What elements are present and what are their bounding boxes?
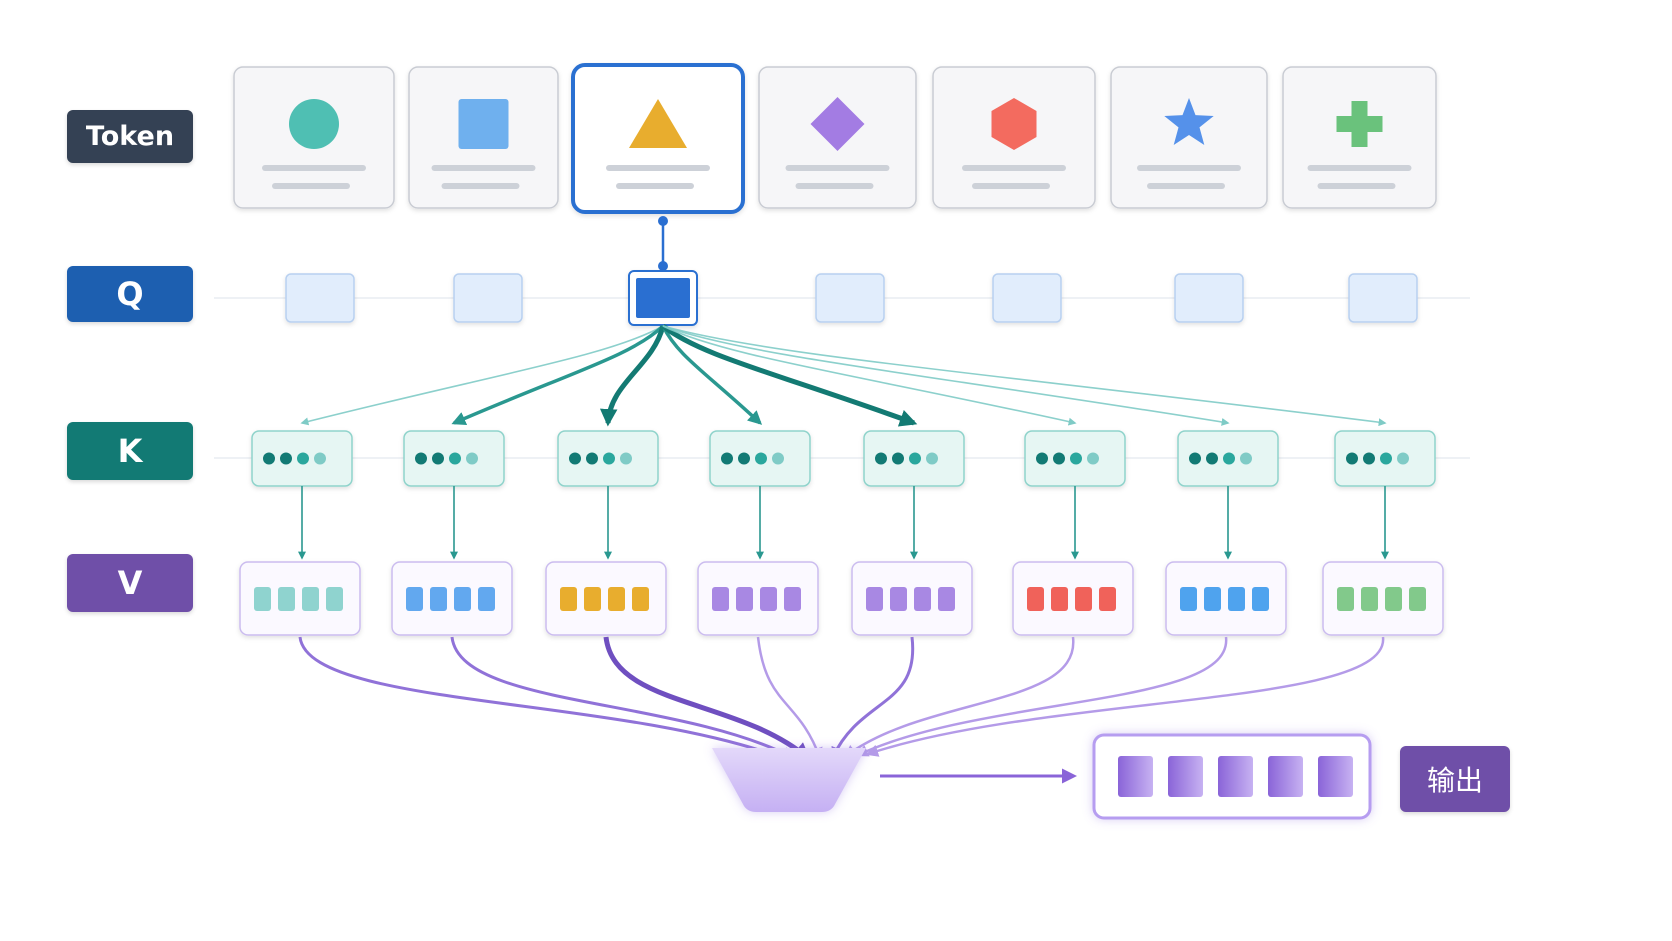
value-vector: [545, 561, 667, 636]
weighted-value-arrow: [450, 636, 795, 759]
row-label-q: Q: [67, 266, 193, 322]
key-vector: [557, 430, 659, 487]
output-cell: [1218, 756, 1253, 797]
key-vector: [1177, 430, 1279, 487]
token-card: [571, 63, 745, 214]
weighted-value-arrow: [831, 636, 915, 760]
weighted-sum-funnel: [712, 748, 866, 812]
text-line-placeholder: [1137, 165, 1241, 171]
key-row: [251, 430, 1436, 487]
token-card: [1282, 66, 1437, 209]
query-vector: [992, 273, 1062, 323]
text-line-placeholder: [272, 183, 350, 189]
output-cell: [1268, 756, 1303, 797]
text-line-placeholder: [606, 165, 710, 171]
query-key-arrows: [300, 324, 1387, 427]
row-label-token-text: Token: [85, 121, 175, 152]
row-label-q-text: Q: [116, 275, 144, 313]
weighted-value-arrow: [298, 636, 780, 759]
text-line-placeholder: [431, 165, 536, 171]
query-vector-active: [628, 216, 698, 326]
text-line-placeholder: [1147, 183, 1225, 189]
value-vector: [1322, 561, 1444, 636]
circle-icon: [289, 99, 339, 149]
query-vector: [285, 273, 355, 323]
weighted-value-arrow: [844, 636, 1075, 758]
row-label-token: Token: [67, 110, 193, 163]
text-line-placeholder: [972, 183, 1050, 189]
row-label-k: K: [67, 422, 193, 480]
text-line-placeholder: [441, 183, 520, 189]
key-vector: [1024, 430, 1126, 487]
key-vector: [403, 430, 505, 487]
attention-arrow: [300, 325, 664, 426]
text-line-placeholder: [1307, 165, 1412, 171]
attention-arrow: [451, 324, 665, 425]
token-card: [408, 66, 559, 209]
row-label-v-text: V: [117, 564, 143, 602]
token-row: [233, 63, 1437, 214]
value-aggregation-arrows: [298, 636, 1385, 761]
value-vector: [697, 561, 819, 636]
token-card: [1110, 66, 1268, 209]
text-line-placeholder: [795, 183, 874, 189]
value-vector: [391, 561, 513, 636]
value-vector: [1012, 561, 1134, 636]
key-vector: [1334, 430, 1436, 487]
row-label-v: V: [67, 554, 193, 612]
query-vector: [1174, 273, 1244, 323]
plus-icon: [1336, 101, 1383, 147]
query-row: [285, 216, 1418, 326]
square-icon: [458, 99, 509, 149]
text-line-placeholder: [962, 165, 1066, 171]
key-vector: [709, 430, 811, 487]
key-vector: [863, 430, 965, 487]
key-value-arrows: [298, 486, 1389, 560]
query-vector: [1348, 273, 1418, 323]
text-line-placeholder: [262, 165, 366, 171]
key-vector: [251, 430, 353, 487]
value-row: [239, 561, 1444, 636]
text-line-placeholder: [785, 165, 890, 171]
token-card: [932, 66, 1096, 209]
query-vector: [453, 273, 523, 323]
text-line-placeholder: [616, 183, 694, 189]
row-label-k-text: K: [117, 432, 143, 470]
query-vector: [815, 273, 885, 323]
value-vector: [239, 561, 361, 636]
output-cell: [1118, 756, 1153, 797]
output-label: 输出: [1400, 746, 1510, 812]
weighted-value-arrow: [603, 636, 811, 761]
attention-arrow: [599, 325, 666, 427]
output-vector: [1092, 733, 1372, 820]
token-card: [233, 66, 395, 209]
output-cell: [1318, 756, 1353, 797]
attention-arrow: [661, 324, 918, 427]
attention-arrow: [662, 325, 1077, 426]
diamond-icon: [810, 97, 865, 151]
star-icon: [1164, 98, 1214, 145]
triangle-icon: [629, 99, 687, 148]
value-vector: [851, 561, 973, 636]
weighted-value-arrow: [855, 636, 1228, 757]
weighted-value-arrow: [756, 636, 823, 761]
weighted-value-arrow: [865, 636, 1385, 757]
value-vector: [1165, 561, 1287, 636]
text-line-placeholder: [1317, 183, 1396, 189]
attention-arrow: [661, 325, 763, 425]
output-label-text: 输出: [1426, 764, 1483, 797]
attention-arrow: [662, 325, 1230, 426]
hexagon-icon: [991, 98, 1037, 150]
output-cell: [1168, 756, 1203, 797]
attention-arrow: [662, 325, 1387, 427]
token-card: [758, 66, 917, 209]
